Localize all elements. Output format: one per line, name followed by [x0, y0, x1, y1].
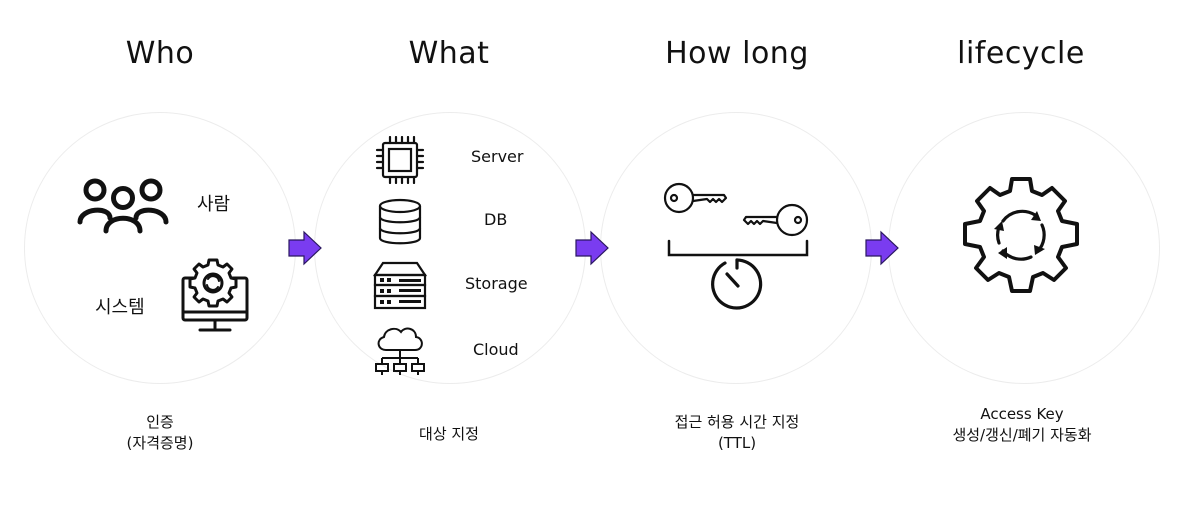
what-caption-line-1: 대상 지정 — [419, 425, 479, 443]
how-long-caption-line-1: 접근 허용 시간 지정 — [674, 413, 800, 431]
lifecycle-caption: Access Key 생성/갱신/폐기 자동화 — [902, 404, 1142, 446]
who-caption-line-2: (자격증명) — [126, 434, 194, 452]
who-circle — [24, 112, 296, 384]
db-label: DB — [484, 210, 508, 229]
title-how-long: How long — [665, 36, 809, 71]
person-label: 사람 — [197, 194, 231, 215]
title-lifecycle: lifecycle — [957, 36, 1085, 71]
cloud-network-icon — [372, 324, 428, 376]
how-long-caption-line-2: (TTL) — [717, 434, 757, 452]
lifecycle-caption-line-1: Access Key — [980, 405, 1064, 423]
title-what: What — [408, 36, 490, 71]
cpu-chip-icon — [375, 136, 425, 184]
what-circle — [314, 112, 586, 384]
arrow-right-icon — [865, 230, 899, 266]
time-range-bracket — [666, 239, 810, 261]
title-who: Who — [125, 36, 195, 71]
arrow-right-icon — [288, 230, 322, 266]
database-icon — [376, 198, 424, 246]
arrow-right-icon — [575, 230, 609, 266]
system-label: 시스템 — [95, 297, 145, 318]
who-caption: 인증 (자격증명) — [40, 412, 280, 454]
who-caption-line-1: 인증 — [146, 413, 174, 431]
server-label: Server — [471, 147, 524, 166]
what-caption: 대상 지정 — [329, 424, 569, 445]
gear-cycle-icon — [960, 174, 1082, 296]
storage-label: Storage — [465, 274, 528, 293]
how-long-circle — [600, 112, 872, 384]
lifecycle-circle — [888, 112, 1160, 384]
monitor-gear-icon — [180, 254, 250, 338]
key-icon — [662, 180, 728, 220]
how-long-caption: 접근 허용 시간 지정 (TTL) — [617, 412, 857, 454]
key-icon — [741, 200, 811, 240]
cloud-label: Cloud — [473, 340, 519, 359]
timer-icon — [709, 256, 765, 312]
people-icon — [76, 176, 170, 236]
lifecycle-caption-line-2: 생성/갱신/폐기 자동화 — [952, 426, 1092, 444]
server-rack-icon — [373, 261, 427, 311]
